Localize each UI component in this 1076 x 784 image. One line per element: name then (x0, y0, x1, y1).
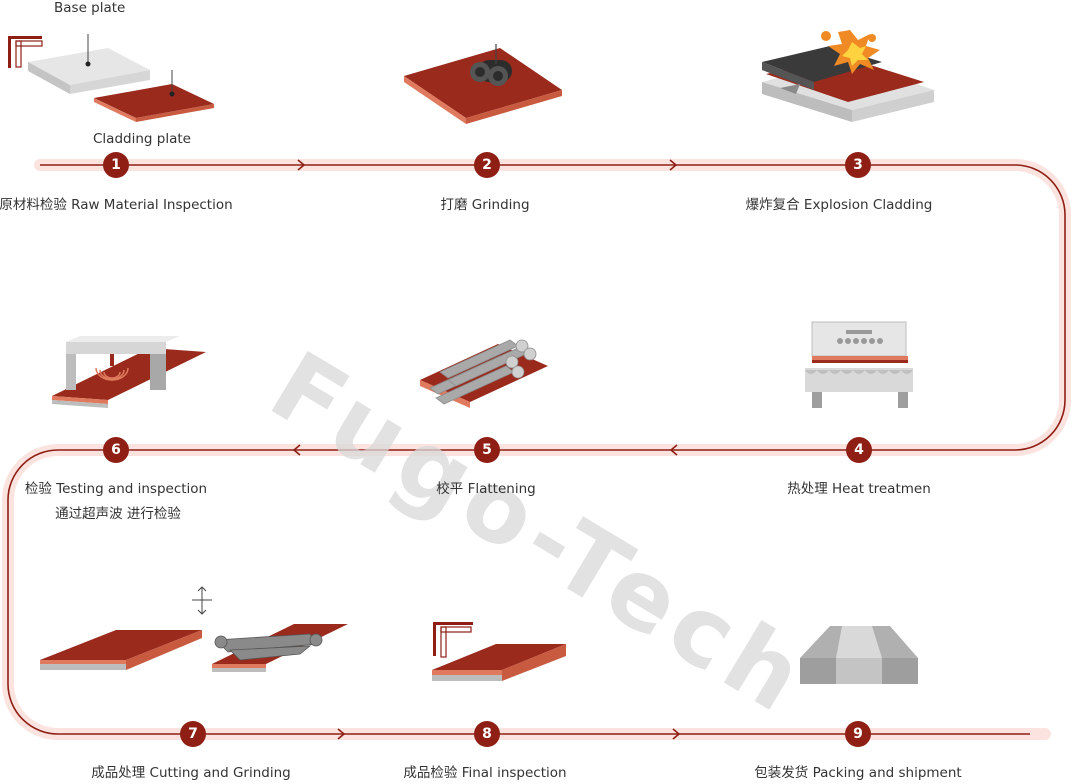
raw-material-illustration (8, 34, 214, 122)
arrow-left-icon (292, 444, 301, 456)
step-badge-5: 5 (474, 437, 500, 463)
ruler-icon (8, 36, 43, 68)
ruler-icon (433, 622, 473, 658)
step-title-1: 原材料检验 Raw Material Inspection (0, 197, 233, 213)
step-title-5: 校平 Flattening (436, 481, 536, 497)
step-badge-1: 1 (103, 152, 129, 178)
arrow-right-icon (672, 728, 681, 740)
testing-illustration (52, 336, 206, 408)
step-badge-2: 2 (474, 152, 500, 178)
step-badge-4: 4 (846, 437, 872, 463)
step-title-2: 打磨 Grinding (440, 197, 530, 213)
heat-treatment-illustration (805, 321, 913, 408)
flow-arrows (292, 159, 681, 740)
vertical-arrows-icon (192, 586, 212, 615)
step-badge-8: 8 (474, 721, 500, 747)
step-badge-7: 7 (180, 721, 206, 747)
arrow-right-icon (337, 728, 346, 740)
final-inspection-illustration (432, 622, 566, 681)
arrow-left-icon (669, 444, 678, 456)
step-title-7: 成品处理 Cutting and Grinding (91, 765, 291, 781)
step-title-4: 热处理 Heat treatmen (787, 481, 931, 497)
step-title-9: 包装发货 Packing and shipment (754, 765, 962, 781)
arrow-right-icon (297, 159, 306, 171)
process-track (2, 159, 1071, 740)
cutting-grinding-illustration (40, 586, 348, 672)
cladding-plate-label: Cladding plate (93, 131, 191, 147)
step-subtitle-6: 通过超声波 进行检验 (55, 506, 181, 522)
step-badge-6: 6 (103, 437, 129, 463)
explosion-cladding-illustration (762, 30, 934, 122)
step-title-3: 爆炸复合 Explosion Cladding (745, 197, 933, 213)
step-badge-3: 3 (845, 152, 871, 178)
base-plate-label: Base plate (54, 0, 126, 16)
ultrasonic-waves-icon (95, 367, 129, 381)
step-title-6: 检验 Testing and inspection (24, 481, 208, 497)
step-badge-9: 9 (845, 721, 871, 747)
flattening-illustration (420, 339, 548, 408)
step-title-8: 成品检验 Final inspection (403, 765, 567, 781)
packing-illustration (800, 626, 918, 684)
grinding-illustration (404, 44, 562, 124)
explosion-icon (821, 30, 887, 81)
arrow-right-icon (669, 159, 678, 171)
